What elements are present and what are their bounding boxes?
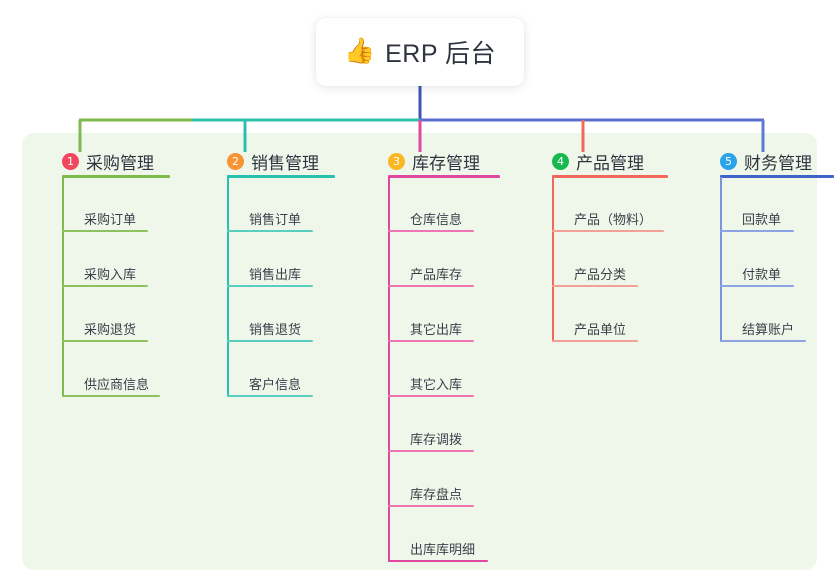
column-spine <box>720 177 722 342</box>
list-item[interactable]: 销售订单 <box>227 177 313 232</box>
list-item[interactable]: 产品分类 <box>552 232 638 287</box>
column-badge-1: 1 <box>62 152 79 170</box>
list-item[interactable]: 库存调拨 <box>388 397 474 452</box>
list-item[interactable]: 其它出库 <box>388 287 474 342</box>
column-header-rule <box>62 175 170 178</box>
list-item[interactable]: 仓库信息 <box>388 177 474 232</box>
list-item-label: 采购订单 <box>84 212 137 227</box>
list-item-label: 销售订单 <box>249 212 302 227</box>
list-item-rule <box>388 395 474 397</box>
list-item-label: 供应商信息 <box>84 377 150 392</box>
column-header-rule <box>720 175 834 178</box>
list-item-rule <box>388 230 474 232</box>
list-item-rule <box>388 340 474 342</box>
column-purchasing: 1 采购管理 采购订单 采购入库 采购退货 供应商信 <box>40 146 170 397</box>
column-header-finance[interactable]: 5 财务管理 <box>698 146 834 178</box>
list-item-rule <box>62 340 148 342</box>
list-item-rule <box>552 230 664 232</box>
column-spine <box>227 177 229 397</box>
list-item[interactable]: 销售退货 <box>227 287 313 342</box>
list-item-rule <box>720 285 794 287</box>
list-item-rule <box>720 230 794 232</box>
column-badge-4: 4 <box>552 152 569 170</box>
list-item-label: 付款单 <box>742 267 782 282</box>
column-header-inventory[interactable]: 3 库存管理 <box>366 146 500 178</box>
list-item[interactable]: 供应商信息 <box>62 342 160 397</box>
column-title-inventory: 库存管理 <box>412 153 480 173</box>
column-badge-5: 5 <box>720 152 737 170</box>
list-item[interactable]: 库存盘点 <box>388 452 474 507</box>
list-item-label: 采购退货 <box>84 322 137 337</box>
list-item-label: 产品库存 <box>410 267 463 282</box>
list-item-label: 其它出库 <box>410 322 463 337</box>
list-item-label: 库存调拨 <box>410 432 463 447</box>
column-badge-2: 2 <box>227 152 244 170</box>
list-item[interactable]: 其它入库 <box>388 342 474 397</box>
list-item-label: 销售退货 <box>249 322 302 337</box>
column-header-rule <box>227 175 335 178</box>
column-title-finance: 财务管理 <box>744 153 812 173</box>
column-header-product[interactable]: 4 产品管理 <box>530 146 668 178</box>
list-item[interactable]: 产品库存 <box>388 232 474 287</box>
column-title-product: 产品管理 <box>576 153 644 173</box>
list-item-label: 采购入库 <box>84 267 137 282</box>
list-item-rule <box>552 285 638 287</box>
list-item-label: 其它入库 <box>410 377 463 392</box>
column-header-sales[interactable]: 2 销售管理 <box>205 146 335 178</box>
list-item-label: 库存盘点 <box>410 487 463 502</box>
list-item[interactable]: 结算账户 <box>720 287 806 342</box>
list-item-rule <box>62 230 148 232</box>
list-item-rule <box>720 340 806 342</box>
list-item[interactable]: 产品单位 <box>552 287 638 342</box>
column-header-purchasing[interactable]: 1 采购管理 <box>40 146 170 178</box>
column-spine <box>552 177 554 342</box>
list-item-rule <box>388 450 474 452</box>
list-item-rule <box>227 285 313 287</box>
column-finance: 5 财务管理 回款单 付款单 结算账户 <box>698 146 834 342</box>
list-item[interactable]: 回款单 <box>720 177 794 232</box>
column-title-sales: 销售管理 <box>251 153 319 173</box>
root-node-title: ERP 后台 <box>385 40 497 68</box>
list-item-label: 仓库信息 <box>410 212 463 227</box>
list-item-label: 客户信息 <box>249 377 302 392</box>
root-node-erp-backend[interactable]: 👍 ERP 后台 <box>316 18 524 86</box>
list-item-rule <box>227 395 313 397</box>
list-item-label: 回款单 <box>742 212 782 227</box>
list-item-label: 产品分类 <box>574 267 627 282</box>
column-header-rule <box>552 175 668 178</box>
list-item[interactable]: 采购订单 <box>62 177 148 232</box>
column-inventory: 3 库存管理 仓库信息 产品库存 其它出库 其它入库 <box>366 146 500 562</box>
list-item-rule <box>388 505 474 507</box>
list-item-rule <box>227 230 313 232</box>
column-spine <box>62 177 64 397</box>
list-item[interactable]: 付款单 <box>720 232 794 287</box>
list-item[interactable]: 产品（物料） <box>552 177 664 232</box>
column-header-rule <box>388 175 500 178</box>
list-item-rule <box>552 340 638 342</box>
list-item[interactable]: 采购入库 <box>62 232 148 287</box>
thumbs-up-icon: 👍 <box>343 36 376 65</box>
list-item-rule <box>388 285 474 287</box>
column-sales: 2 销售管理 销售订单 销售出库 销售退货 客户信息 <box>205 146 335 397</box>
list-item-rule <box>62 395 160 397</box>
list-item[interactable]: 采购退货 <box>62 287 148 342</box>
list-item-rule <box>388 560 488 562</box>
diagram-background-panel <box>22 133 817 570</box>
list-item-rule <box>62 285 148 287</box>
list-item[interactable]: 客户信息 <box>227 342 313 397</box>
column-spine <box>388 177 390 562</box>
list-item[interactable]: 出库库明细 <box>388 507 488 562</box>
column-product: 4 产品管理 产品（物料） 产品分类 产品单位 <box>530 146 668 342</box>
list-item[interactable]: 销售出库 <box>227 232 313 287</box>
list-item-label: 销售出库 <box>249 267 302 282</box>
list-item-label: 产品单位 <box>574 322 627 337</box>
list-item-label: 产品（物料） <box>574 212 653 227</box>
column-badge-3: 3 <box>388 152 405 170</box>
list-item-rule <box>227 340 313 342</box>
list-item-label: 出库库明细 <box>410 542 476 557</box>
column-title-purchasing: 采购管理 <box>86 153 154 173</box>
list-item-label: 结算账户 <box>742 322 795 337</box>
